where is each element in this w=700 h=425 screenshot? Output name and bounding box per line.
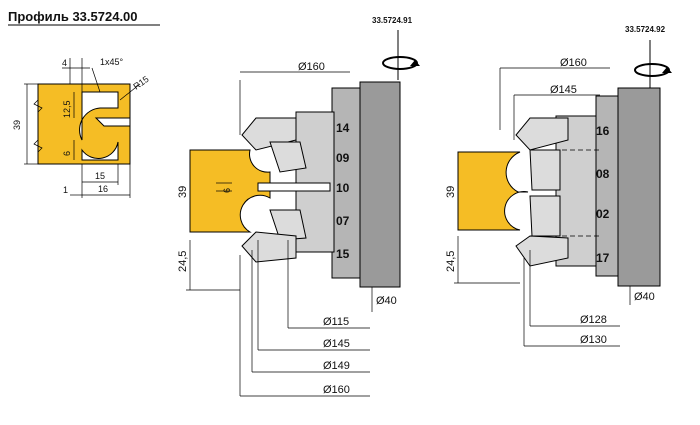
dim-1: 1 (63, 185, 68, 195)
dim-16: 16 (98, 184, 108, 194)
right-knives (515, 117, 569, 267)
chamfer-dim: 1x45° (100, 57, 124, 67)
left-diameter-145: Ø145 (323, 338, 350, 350)
left-tool: 33.5724.91 14 09 10 07 15 Ø160 (177, 16, 420, 397)
dim-6: 6 (62, 151, 72, 156)
knife-bottom (241, 231, 297, 263)
leader-line (91, 67, 101, 93)
left-knife-body (295, 111, 335, 253)
left-height-24-5: 24,5 (177, 251, 189, 272)
left-height-39: 39 (177, 186, 189, 198)
knife-08 (529, 149, 561, 191)
profile-title: Профиль 33.5724.00 (8, 9, 138, 24)
break-mark (33, 139, 43, 153)
left-diameter-149: Ø149 (323, 360, 350, 372)
right-diameter-128: Ø128 (580, 314, 607, 326)
profile-slot (94, 117, 131, 127)
right-height-39: 39 (445, 186, 457, 198)
break-mark (33, 99, 43, 113)
rotation-arrow-icon (382, 30, 420, 80)
profile-height-dim: 39 (12, 120, 22, 130)
right-spindle (617, 87, 661, 287)
left-diameter-top: Ø160 (298, 61, 325, 73)
dim-15: 15 (95, 171, 105, 181)
knife-number: 16 (596, 124, 610, 138)
left-diameter-115: Ø115 (323, 316, 349, 328)
left-height-6: 6 (222, 188, 232, 193)
knife-number: 02 (596, 207, 610, 221)
knife-number: 07 (336, 214, 350, 228)
left-tool-code: 33.5724.91 (372, 16, 413, 25)
dim-12-5: 12,5 (62, 100, 72, 118)
right-tool-code: 33.5724.92 (625, 25, 666, 34)
right-diameter-40: Ø40 (634, 291, 655, 303)
left-body (331, 87, 361, 279)
knife-number: 15 (336, 247, 350, 261)
right-workpiece (457, 151, 529, 231)
profile-top-dim: 4 (62, 58, 67, 68)
knife-number: 17 (596, 251, 610, 265)
knife-number: 09 (336, 151, 350, 165)
left-slot (257, 182, 331, 192)
knife-number: 08 (596, 167, 610, 181)
left-knives (241, 117, 307, 263)
left-spindle (359, 81, 401, 288)
profile-sketch: 39 4 1x45° R15 12,5 6 15 16 1 (12, 57, 151, 198)
knife-bottom (515, 235, 569, 267)
knife-number: 14 (336, 121, 350, 135)
knife-09 (269, 141, 307, 173)
knife-07 (269, 209, 307, 241)
profile-cutout-top (79, 91, 119, 141)
rotation-arrow-icon (634, 40, 672, 88)
right-diameter-130: Ø130 (580, 334, 607, 346)
leader-line (119, 83, 141, 101)
right-height-24-5: 24,5 (445, 251, 457, 272)
knife-top (515, 117, 569, 151)
right-diameter-160: Ø160 (560, 57, 587, 69)
profile-cutout-bottom (81, 141, 119, 161)
right-diameter-145: Ø145 (550, 84, 577, 96)
right-body (595, 95, 619, 277)
left-diameter-160-bottom: Ø160 (323, 384, 350, 396)
knife-number: 10 (336, 181, 350, 195)
left-diameter-40: Ø40 (376, 295, 397, 307)
right-tool: 33.5724.92 16 08 02 17 Ø160 (445, 25, 672, 347)
radius-dim: R15 (131, 74, 150, 92)
knife-02 (529, 195, 561, 237)
